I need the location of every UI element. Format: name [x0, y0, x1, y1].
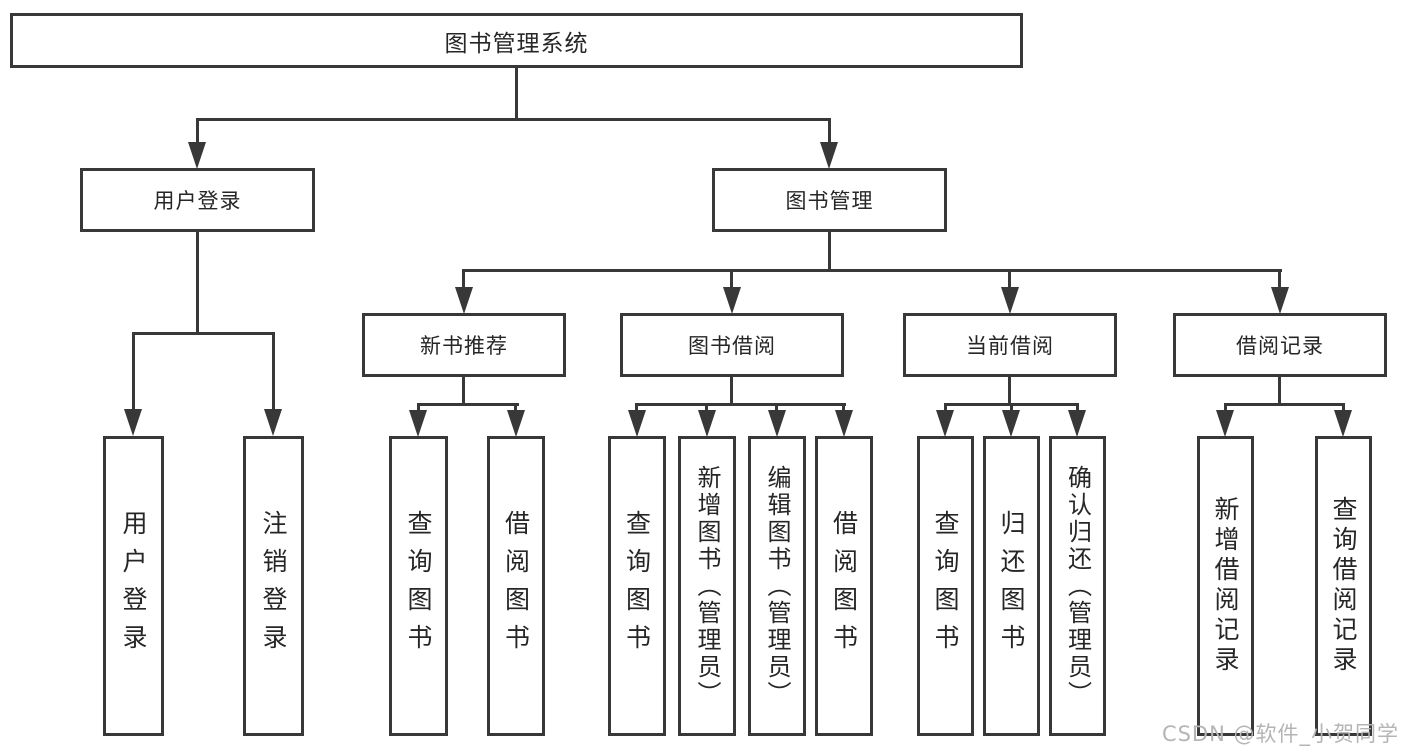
- arrow-down-icon: [835, 410, 853, 437]
- connector-line: [417, 403, 519, 406]
- connector-line: [635, 403, 638, 412]
- node-user-login-label: 用户登录: [153, 189, 242, 213]
- leaf-borrow-books-label: 借阅图书: [829, 510, 859, 662]
- connector-line: [417, 403, 420, 412]
- arrow-down-icon: [723, 287, 741, 314]
- arrow-down-icon: [1216, 410, 1234, 437]
- connector-line: [514, 403, 517, 412]
- connector-line: [944, 403, 947, 412]
- leaf-user-login: 用户登录: [103, 436, 164, 736]
- node-book-borrow-label: 图书借阅: [688, 334, 776, 358]
- leaf-add-books-admin: 新增图书（管理员）: [678, 436, 736, 736]
- arrow-down-icon: [188, 142, 206, 169]
- leaf-confirm-return-admin-label: 确认归还（管理员）: [1063, 464, 1092, 708]
- leaf-add-books-admin-label: 新增图书（管理员）: [693, 464, 721, 708]
- connector-line: [196, 118, 831, 121]
- leaf-add-borrow-record: 新增借阅记录: [1197, 436, 1254, 736]
- connector-line: [1278, 377, 1281, 405]
- connector-line: [1278, 269, 1281, 289]
- connector-line: [842, 403, 845, 412]
- csdn-watermark: CSDN @软件_小贺同学: [1161, 722, 1399, 746]
- node-borrow-records: 借阅记录: [1173, 313, 1387, 377]
- connector-line: [1224, 403, 1227, 412]
- connector-line: [132, 332, 135, 410]
- leaf-recommend-borrow-books: 借阅图书: [487, 436, 545, 736]
- leaf-user-login-label: 用户登录: [119, 510, 148, 662]
- arrow-down-icon: [1002, 410, 1020, 437]
- leaf-add-borrow-record-label: 新增借阅记录: [1211, 496, 1240, 676]
- node-new-book-recommend: 新书推荐: [362, 313, 566, 377]
- arrow-down-icon: [455, 287, 473, 314]
- connector-line: [196, 232, 199, 335]
- connector-line: [828, 118, 831, 144]
- connector-line: [1008, 377, 1011, 405]
- connector-line: [828, 232, 831, 271]
- connector-line: [775, 403, 778, 412]
- leaf-borrow-query-books-label: 查询图书: [622, 510, 652, 662]
- node-new-book-recommend-label: 新书推荐: [420, 334, 508, 358]
- leaf-borrow-books: 借阅图书: [815, 436, 873, 736]
- connector-line: [1076, 403, 1079, 412]
- leaf-borrow-query-books: 查询图书: [608, 436, 666, 736]
- arrow-down-icon: [1271, 287, 1289, 314]
- node-book-borrow: 图书借阅: [620, 313, 844, 377]
- connector-line: [1342, 403, 1345, 412]
- node-current-borrow-label: 当前借阅: [966, 334, 1054, 358]
- arrow-down-icon: [1068, 410, 1086, 437]
- leaf-query-borrow-record-label: 查询借阅记录: [1329, 496, 1358, 676]
- leaf-recommend-query-books: 查询图书: [389, 436, 448, 736]
- node-book-management: 图书管理: [712, 168, 947, 232]
- connector-line: [462, 269, 1282, 272]
- leaf-return-books-label: 归还图书: [997, 510, 1026, 662]
- leaf-current-query-books: 查询图书: [917, 436, 974, 736]
- node-borrow-records-label: 借阅记录: [1236, 334, 1324, 358]
- node-user-login: 用户登录: [80, 168, 315, 232]
- connector-line: [1224, 403, 1345, 406]
- leaf-recommend-borrow-books-label: 借阅图书: [501, 510, 531, 662]
- connector-line: [730, 269, 733, 289]
- leaf-edit-books-admin-label: 编辑图书（管理员）: [763, 464, 791, 708]
- leaf-query-borrow-record: 查询借阅记录: [1315, 436, 1372, 736]
- leaf-current-query-books-label: 查询图书: [931, 510, 960, 662]
- leaf-return-books: 归还图书: [983, 436, 1040, 736]
- connector-line: [462, 377, 465, 405]
- leaf-recommend-query-books-label: 查询图书: [404, 510, 433, 662]
- connector-line: [272, 332, 275, 410]
- arrow-down-icon: [820, 142, 838, 169]
- connector-line: [705, 403, 708, 412]
- node-root: 图书管理系统: [10, 13, 1023, 68]
- connector-line: [462, 269, 465, 289]
- arrow-down-icon: [1001, 287, 1019, 314]
- connector-line: [515, 68, 518, 119]
- connector-line: [1010, 403, 1013, 412]
- connector-line: [1008, 269, 1011, 289]
- connector-line: [132, 332, 275, 335]
- connector-line: [730, 377, 733, 405]
- leaf-logout: 注销登录: [243, 436, 304, 736]
- arrow-down-icon: [1334, 410, 1352, 437]
- arrow-down-icon: [507, 410, 525, 437]
- connector-line: [196, 118, 199, 144]
- connector-line: [635, 403, 846, 406]
- arrow-down-icon: [124, 409, 142, 436]
- arrow-down-icon: [768, 410, 786, 437]
- leaf-confirm-return-admin: 确认归还（管理员）: [1049, 436, 1106, 736]
- leaf-edit-books-admin: 编辑图书（管理员）: [748, 436, 806, 736]
- arrow-down-icon: [409, 410, 427, 437]
- arrow-down-icon: [264, 409, 282, 436]
- arrow-down-icon: [628, 410, 646, 437]
- node-root-label: 图书管理系统: [444, 30, 589, 57]
- node-book-management-label: 图书管理: [785, 189, 874, 213]
- node-current-borrow: 当前借阅: [903, 313, 1117, 377]
- arrow-down-icon: [936, 410, 954, 437]
- leaf-logout-label: 注销登录: [259, 510, 288, 662]
- arrow-down-icon: [698, 410, 716, 437]
